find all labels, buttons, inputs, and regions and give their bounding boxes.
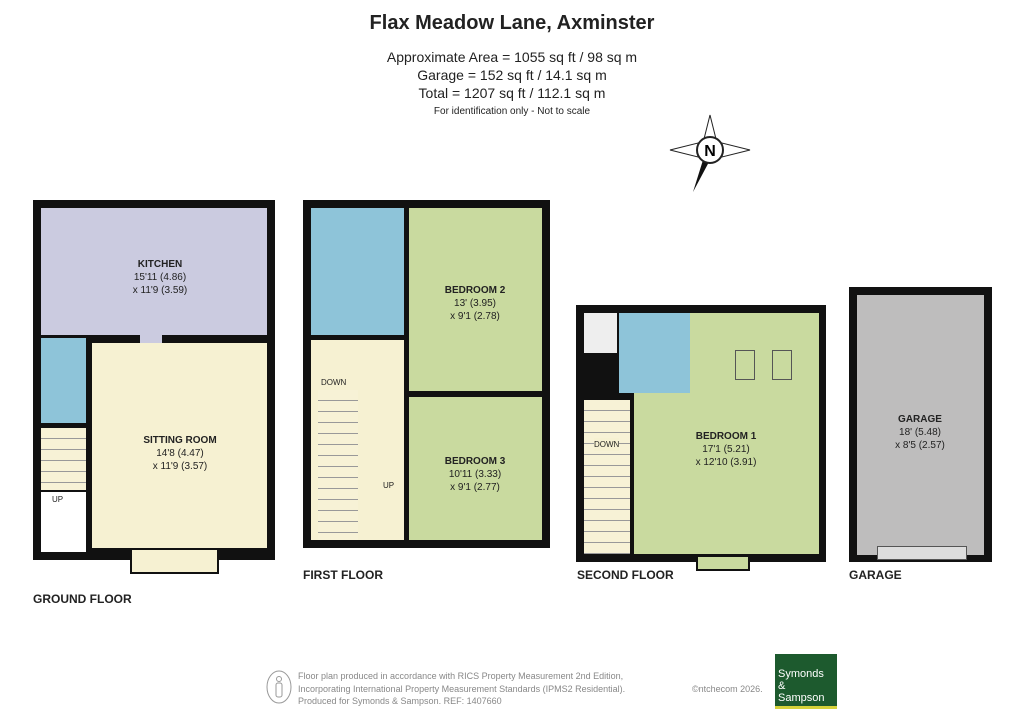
person-icon — [266, 670, 292, 704]
compass-icon: N — [669, 114, 751, 192]
kitchen — [41, 208, 267, 335]
bathroom — [311, 208, 404, 335]
stairs — [41, 428, 86, 490]
stairs-up-label: UP — [383, 481, 395, 490]
stairs-down-label: DOWN — [321, 376, 347, 389]
bedroom-3 — [409, 397, 542, 540]
scale-note: For identification only - Not to scale — [433, 106, 591, 117]
brand-logo: Symonds & Sampson — [775, 654, 837, 709]
garage — [857, 295, 984, 555]
floor-name: FIRST FLOOR — [303, 568, 383, 582]
footer-text-line1: Floor plan produced in accordance with R… — [298, 671, 624, 681]
floor-name: GARAGE — [849, 568, 902, 582]
compass-label: N — [704, 143, 716, 160]
hallway — [41, 492, 86, 552]
footer-text-line3: Produced for Symonds & Sampson. REF: 140… — [298, 696, 502, 706]
garage-area: Garage = 152 sq ft / 14.1 sq m — [417, 67, 607, 83]
stairs-down-label: DOWN — [594, 438, 620, 451]
total-area: Total = 1207 sq ft / 112.1 sq m — [418, 85, 606, 101]
stairs-up-label: UP — [52, 495, 64, 504]
stairs — [584, 400, 630, 554]
floor-name: SECOND FLOOR — [577, 568, 674, 582]
floor-name: GROUND FLOOR — [33, 592, 132, 606]
bedroom-2 — [409, 208, 542, 391]
footer-text-line2: Incorporating International Property Mea… — [298, 683, 626, 694]
sitting-room — [92, 343, 267, 548]
approx-area: Approximate Area = 1055 sq ft / 98 sq m — [386, 49, 638, 65]
footer-copyright: ©ntchecom 2026. — [692, 683, 763, 694]
wc — [41, 338, 86, 423]
garage-door — [877, 546, 967, 560]
plan-title: Flax Meadow Lane, Axminster — [369, 12, 655, 34]
